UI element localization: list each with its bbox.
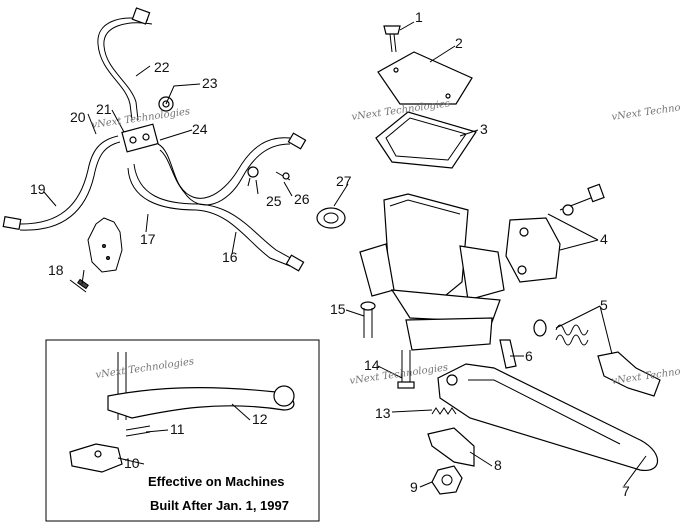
callout-24: 24 [192, 121, 208, 137]
callout-13: 13 [375, 405, 391, 421]
callout-1: 1 [415, 9, 423, 25]
callout-25: 25 [266, 193, 282, 209]
callout-7: 7 [622, 483, 630, 499]
watermark-text: vNext Technologies [611, 98, 680, 123]
callout-27: 27 [336, 173, 352, 189]
callout-26: 26 [294, 191, 310, 207]
callout-4: 4 [600, 231, 608, 247]
callout-22: 22 [154, 59, 170, 75]
callout-2: 2 [455, 35, 463, 51]
callout-8: 8 [494, 457, 502, 473]
callout-5: 5 [600, 297, 608, 313]
callout-12: 12 [252, 411, 268, 427]
callout-20: 20 [70, 109, 86, 125]
callout-3: 3 [480, 121, 488, 137]
inset-panel [45, 339, 320, 522]
brake-hose-assembly [2, 7, 307, 293]
callout-23: 23 [202, 75, 218, 91]
master-cylinder-assembly [316, 25, 661, 495]
callout-6: 6 [525, 348, 533, 364]
inset-note-line-2: Built After Jan. 1, 1997 [150, 498, 289, 513]
callout-14: 14 [364, 357, 380, 373]
callout-11: 11 [170, 421, 185, 437]
callout-18: 18 [48, 262, 64, 278]
callout-15: 15 [330, 301, 346, 317]
watermark-text: vNext Technologies [95, 356, 195, 381]
callout-9: 9 [410, 479, 418, 495]
leader-lines [43, 21, 647, 488]
callout-19: 19 [30, 181, 46, 197]
callout-17: 17 [140, 231, 156, 247]
callout-16: 16 [222, 249, 238, 265]
callout-21: 21 [96, 101, 112, 117]
inset-note-line-1: Effective on Machines [148, 474, 285, 489]
callout-labels: 1 2 3 4 5 6 7 8 9 10 11 12 13 14 15 16 1… [30, 9, 630, 499]
callout-10: 10 [124, 455, 140, 471]
